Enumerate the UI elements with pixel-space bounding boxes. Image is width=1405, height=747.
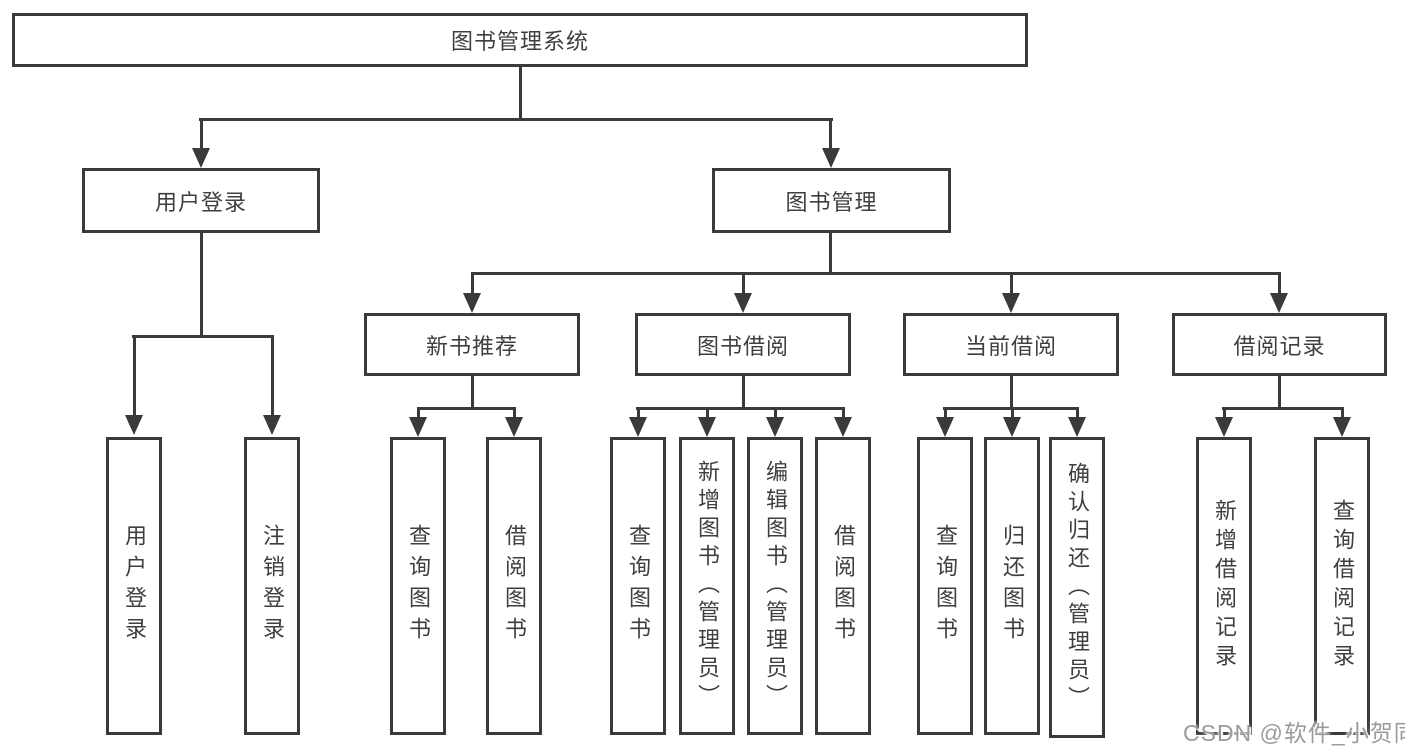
node-current-borrowing: 当前借阅 — [903, 313, 1119, 376]
connector-drop-leaf — [1341, 407, 1344, 418]
connector-drop-leaf — [637, 407, 640, 418]
arrow-down-icon — [936, 417, 954, 437]
node-book-management: 图书管理 — [712, 168, 951, 233]
node-label: 当前借阅 — [964, 333, 1057, 359]
node-user-login: 用户登录 — [82, 168, 320, 233]
leaf-label: 新增图书（管理员） — [695, 460, 720, 712]
arrow-down-icon — [834, 417, 852, 437]
connector-drop-leaf — [133, 335, 136, 417]
arrow-down-icon — [734, 293, 752, 313]
arrow-down-icon — [409, 417, 427, 437]
connector-current-borrow-stem — [1010, 376, 1013, 407]
arrow-down-icon — [698, 417, 716, 437]
connector-book-borrow-split — [636, 407, 845, 410]
connector-book-borrow-stem — [742, 376, 745, 407]
leaf-label: 查询图书 — [626, 524, 651, 648]
arrow-down-icon — [125, 415, 143, 435]
connector-drop-borrow-record — [1278, 272, 1281, 295]
leaf-borrow-books: 借阅图书 — [815, 437, 871, 735]
leaf-label: 归还图书 — [1000, 524, 1025, 648]
arrow-down-icon — [1003, 417, 1021, 437]
leaf-label: 查询图书 — [406, 524, 431, 648]
connector-user-login-stem — [200, 233, 203, 335]
arrow-down-icon — [822, 148, 840, 168]
arrow-down-icon — [463, 293, 481, 313]
leaf-return-books: 归还图书 — [984, 437, 1040, 735]
node-label: 新书推荐 — [425, 333, 518, 359]
arrow-down-icon — [263, 415, 281, 435]
connector-drop-leaf — [842, 407, 845, 418]
leaf-logout: 注销登录 — [244, 437, 300, 735]
connector-drop-leaf — [271, 335, 274, 417]
leaf-label: 查询借阅记录 — [1330, 499, 1355, 673]
connector-drop-leaf — [944, 407, 947, 418]
connector-drop-leaf — [706, 407, 709, 418]
leaf-confirm-return-admin: 确认归还（管理员） — [1049, 437, 1105, 738]
node-borrowing-records: 借阅记录 — [1172, 313, 1387, 376]
arrow-down-icon — [766, 417, 784, 437]
connector-user-login-split — [132, 335, 274, 338]
arrow-down-icon — [1215, 417, 1233, 437]
connector-drop-new-book-rec — [471, 272, 474, 295]
connector-drop-user-login — [200, 118, 203, 150]
connector-drop-book-borrow — [742, 272, 745, 295]
leaf-edit-books-admin: 编辑图书（管理员） — [747, 437, 803, 735]
leaf-label: 编辑图书（管理员） — [763, 460, 788, 712]
watermark: CSDN @软件_小贺同学 — [1183, 720, 1405, 746]
connector-root-split — [199, 118, 833, 121]
arrow-down-icon — [1270, 293, 1288, 313]
connector-drop-leaf — [1011, 407, 1014, 418]
leaf-add-borrow-record: 新增借阅记录 — [1196, 437, 1252, 735]
connector-book-mgmt-stem — [829, 233, 832, 272]
arrow-down-icon — [1068, 417, 1086, 437]
node-label: 图书管理 — [785, 189, 878, 215]
connector-borrow-record-stem — [1278, 376, 1281, 407]
arrow-down-icon — [1333, 417, 1351, 437]
connector-drop-leaf — [417, 407, 420, 418]
leaf-label: 新增借阅记录 — [1212, 499, 1237, 673]
connector-book-mgmt-split — [471, 272, 1281, 275]
arrow-down-icon — [505, 417, 523, 437]
leaf-label: 借阅图书 — [502, 524, 527, 648]
leaf-add-books-admin: 新增图书（管理员） — [679, 437, 735, 735]
node-label: 图书借阅 — [696, 333, 789, 359]
node-label: 用户登录 — [154, 189, 247, 215]
connector-new-book-rec-split — [417, 407, 516, 410]
leaf-query-books-borrow: 查询图书 — [610, 437, 666, 735]
leaf-user-login: 用户登录 — [106, 437, 162, 735]
node-label: 图书管理系统 — [450, 29, 589, 54]
arrow-down-icon — [629, 417, 647, 437]
connector-drop-leaf — [774, 407, 777, 418]
leaf-label: 确认归还（管理员） — [1065, 461, 1090, 714]
node-new-book-recommendation: 新书推荐 — [364, 313, 580, 376]
connector-drop-book-mgmt — [829, 118, 832, 150]
leaf-query-books-recommend: 查询图书 — [390, 437, 446, 735]
leaf-label: 用户登录 — [122, 524, 147, 648]
leaf-borrow-books-recommend: 借阅图书 — [486, 437, 542, 735]
leaf-query-borrow-record: 查询借阅记录 — [1314, 437, 1370, 735]
arrow-down-icon — [192, 148, 210, 168]
node-library-management-system: 图书管理系统 — [12, 13, 1028, 67]
leaf-label: 注销登录 — [260, 524, 285, 648]
arrow-down-icon — [1002, 293, 1020, 313]
connector-drop-leaf — [1076, 407, 1079, 418]
connector-drop-leaf — [513, 407, 516, 418]
node-label: 借阅记录 — [1233, 333, 1326, 359]
connector-new-book-rec-stem — [471, 376, 474, 407]
leaf-label: 借阅图书 — [831, 524, 856, 648]
connector-drop-leaf — [1223, 407, 1226, 418]
connector-root-stem — [519, 67, 522, 118]
node-book-borrowing: 图书借阅 — [635, 313, 851, 376]
connector-drop-current-borrow — [1010, 272, 1013, 295]
leaf-label: 查询图书 — [933, 524, 958, 648]
connector-borrow-record-split — [1222, 407, 1344, 410]
leaf-query-books-current: 查询图书 — [917, 437, 973, 735]
